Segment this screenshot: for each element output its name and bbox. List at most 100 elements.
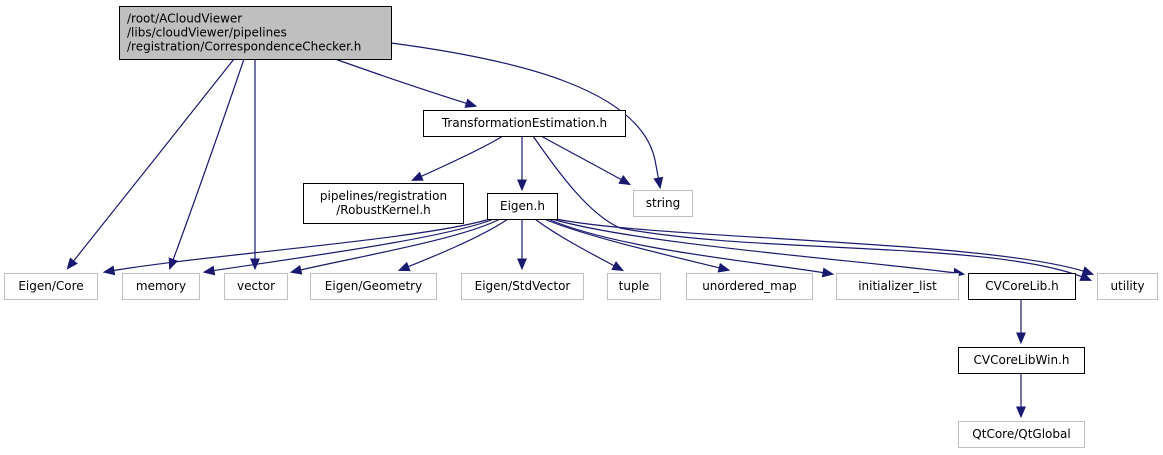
- node-label: /root/ACloudViewer: [127, 12, 242, 26]
- edge-line: [547, 218, 833, 275]
- node-label: CVCoreLib.h: [985, 279, 1058, 293]
- node-box[interactable]: [968, 273, 1076, 300]
- node-box[interactable]: [958, 347, 1085, 374]
- node-label: TransformationEstimation.h: [441, 116, 607, 130]
- node-box: [633, 190, 693, 217]
- edge-eigen_h-to-initializer_list: [547, 218, 835, 278]
- arrowhead-icon: [102, 265, 116, 276]
- node-box: [1097, 273, 1158, 300]
- arrowhead-icon: [717, 262, 731, 273]
- node-label: Eigen/Geometry: [325, 279, 422, 293]
- node-robustkernel[interactable]: pipelines/registration/RobustKernel.h: [303, 183, 464, 224]
- edge-eigen_h-to-eigen_geometry: [397, 218, 509, 272]
- edge-line: [412, 135, 504, 181]
- arrowhead-icon: [821, 267, 835, 278]
- edge-line: [104, 218, 491, 273]
- edge-line: [540, 135, 630, 185]
- node-vector: vector: [224, 273, 288, 300]
- arrowhead-icon: [202, 265, 216, 276]
- node-box[interactable]: [423, 110, 626, 137]
- edge-cvcorelibwin-to-qtglobal: [1016, 373, 1026, 419]
- node-box: [607, 273, 661, 300]
- arrowhead-icon: [1081, 266, 1095, 276]
- arrowhead-icon: [517, 258, 527, 271]
- node-label: /RobustKernel.h: [336, 203, 430, 217]
- node-box: [122, 273, 200, 300]
- node-utility: utility: [1097, 273, 1158, 300]
- edge-line: [551, 218, 964, 275]
- node-eigen-h[interactable]: Eigen.h: [487, 193, 558, 220]
- edge-line: [532, 135, 1091, 281]
- node-box[interactable]: [487, 193, 558, 220]
- arrowhead-icon: [464, 98, 478, 108]
- edge-eigen_h-to-memory: [202, 218, 495, 276]
- node-label: memory: [136, 279, 186, 293]
- arrowhead-icon: [517, 179, 527, 192]
- edge-line: [169, 58, 245, 269]
- node-initializer-list: initializer_list: [836, 273, 959, 300]
- node-box: [310, 273, 437, 300]
- edge-eigen_h-to-utility: [555, 218, 1095, 276]
- edge-cvcorelib-to-cvcorelibwin: [1016, 299, 1026, 345]
- arrowhead-icon: [397, 261, 411, 272]
- edge-transformation-to-eigen_h: [517, 136, 527, 192]
- node-cvcorelibwin[interactable]: CVCoreLibWin.h: [958, 347, 1085, 374]
- node-label: vector: [237, 279, 275, 293]
- edge-transformation-to-robustkernel: [410, 135, 504, 181]
- node-transformation[interactable]: TransformationEstimation.h: [423, 110, 626, 137]
- node-root[interactable]: /root/ACloudViewer/libs/cloudViewer/pipe…: [119, 6, 392, 60]
- node-label: utility: [1110, 279, 1144, 293]
- node-string: string: [633, 190, 693, 217]
- node-qtglobal: QtCore/QtGlobal: [958, 421, 1085, 448]
- node-label: initializer_list: [858, 279, 937, 293]
- edge-eigen_h-to-eigen_stdvector: [517, 219, 527, 271]
- node-label: unordered_map: [702, 279, 797, 293]
- node-box: [224, 273, 288, 300]
- arrowhead-icon: [289, 264, 303, 275]
- node-eigen-core: Eigen/Core: [4, 273, 98, 300]
- arrowhead-icon: [611, 261, 625, 272]
- edge-line: [291, 218, 501, 273]
- node-label: Eigen.h: [500, 199, 545, 213]
- edge-transformation-to-string: [540, 135, 631, 186]
- edge-eigen_h-to-eigen_core: [102, 218, 491, 276]
- node-eigen-geometry: Eigen/Geometry: [310, 273, 437, 300]
- node-box[interactable]: [119, 6, 392, 60]
- edge-eigen_h-to-vector: [289, 218, 501, 275]
- node-label: string: [646, 196, 680, 210]
- arrowhead-icon: [618, 175, 631, 186]
- node-label: QtCore/QtGlobal: [972, 427, 1070, 441]
- node-label: CVCoreLibWin.h: [974, 353, 1070, 367]
- node-label: /libs/cloudViewer/pipelines: [127, 26, 287, 40]
- edge-root-to-vector: [250, 59, 260, 271]
- edge-root-to-eigen_core: [66, 58, 235, 270]
- node-unordered-map: unordered_map: [686, 273, 813, 300]
- arrowhead-icon: [410, 171, 424, 181]
- node-memory: memory: [122, 273, 200, 300]
- edge-root-to-transformation: [334, 58, 478, 108]
- edge-line: [204, 218, 495, 273]
- node-cvcorelib[interactable]: CVCoreLib.h: [968, 273, 1076, 300]
- node-tuple: tuple: [607, 273, 661, 300]
- node-box: [686, 273, 813, 300]
- arrowhead-icon: [1016, 406, 1026, 419]
- nodes-layer: /root/ACloudViewer/libs/cloudViewer/pipe…: [4, 6, 1158, 448]
- node-label: /registration/CorrespondenceChecker.h: [127, 40, 361, 54]
- node-box: [836, 273, 959, 300]
- edges-layer: [66, 42, 1095, 419]
- edge-line: [334, 58, 476, 107]
- arrowhead-icon: [653, 176, 664, 190]
- node-box[interactable]: [303, 183, 464, 224]
- node-eigen-stdvector: Eigen/StdVector: [461, 273, 584, 300]
- edge-line: [390, 42, 661, 188]
- node-box: [461, 273, 584, 300]
- node-label: tuple: [619, 279, 650, 293]
- edge-eigen_h-to-unordered_map: [543, 218, 731, 273]
- edge-root-to-memory: [168, 58, 245, 271]
- arrowhead-icon: [66, 257, 78, 270]
- edge-transformation-to-utility: [532, 135, 1093, 281]
- arrowhead-icon: [168, 257, 178, 271]
- node-label: Eigen/Core: [18, 279, 83, 293]
- node-box: [958, 421, 1085, 448]
